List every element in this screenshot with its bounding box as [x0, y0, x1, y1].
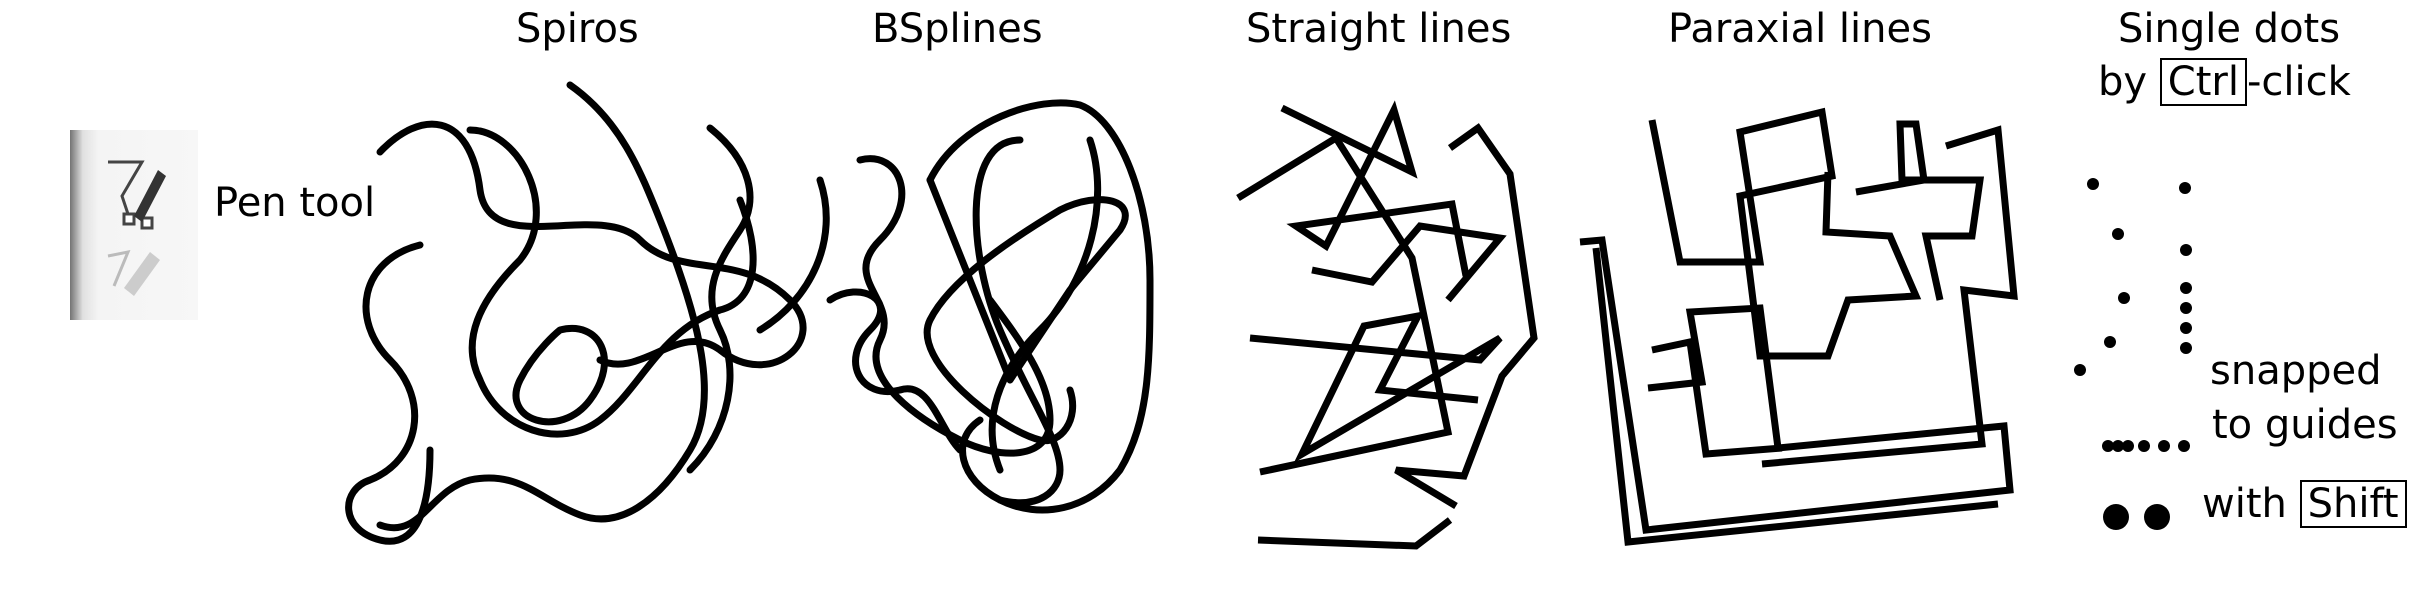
- by-text: by: [2098, 59, 2148, 105]
- paraxial-line-paths: [1579, 107, 2018, 546]
- toolbar-strip: [70, 130, 198, 320]
- dot: [2112, 440, 2124, 452]
- pen-tool-label: Pen tool: [214, 180, 376, 226]
- dot: [2180, 322, 2192, 334]
- dot: [2122, 440, 2134, 452]
- to-guides-label: to guides: [2212, 402, 2398, 448]
- large-dot: [2103, 504, 2129, 530]
- dot: [2158, 440, 2170, 452]
- dot: [2180, 302, 2192, 314]
- dot: [2178, 440, 2190, 452]
- with-text: with: [2202, 481, 2287, 527]
- single-dots-title: Single dots: [2118, 6, 2341, 52]
- straight-lines-title: Straight lines: [1246, 6, 1512, 52]
- dot: [2074, 364, 2086, 376]
- dot: [2180, 342, 2192, 354]
- paraxial-lines-title: Paraxial lines: [1668, 6, 1932, 52]
- large-dot: [2144, 504, 2170, 530]
- dot: [2138, 440, 2150, 452]
- ctrl-key: Ctrl: [2159, 58, 2247, 106]
- dot: [2179, 182, 2191, 194]
- dot: [2104, 336, 2116, 348]
- bsplines-title: BSplines: [872, 6, 1043, 52]
- dot: [2112, 228, 2124, 240]
- dot: [2102, 440, 2114, 452]
- snapped-label: snapped: [2210, 348, 2382, 394]
- pen-tool-icon[interactable]: [100, 156, 170, 236]
- dot-markers: [2074, 178, 2192, 530]
- dot: [2118, 292, 2130, 304]
- dot: [2087, 178, 2099, 190]
- pencil-tool-icon[interactable]: [100, 242, 170, 302]
- spiros-title: Spiros: [516, 6, 639, 52]
- dot: [2180, 244, 2192, 256]
- dot: [2180, 282, 2192, 294]
- spiro-curves: [345, 81, 830, 545]
- click-text: -click: [2246, 59, 2351, 105]
- straight-line-paths: [1236, 100, 1538, 550]
- shift-key: Shift: [2299, 480, 2407, 528]
- bspline-curves: [826, 99, 1154, 514]
- ctrl-click-line: by Ctrl-click: [2098, 58, 2351, 106]
- with-shift-line: with Shift: [2202, 480, 2407, 528]
